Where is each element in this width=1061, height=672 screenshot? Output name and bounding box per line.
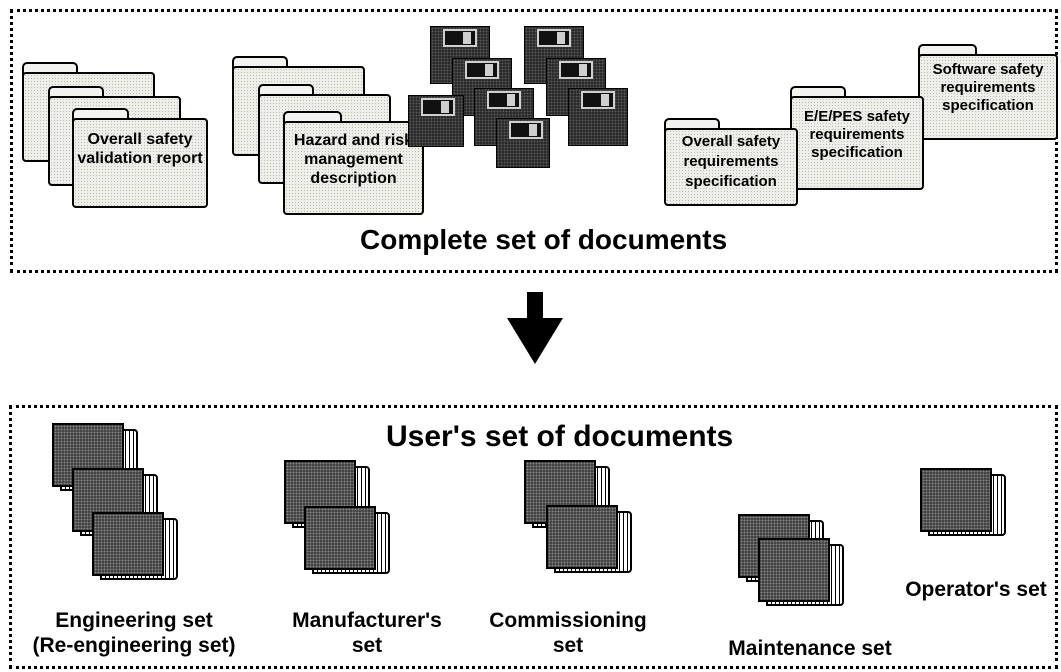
set-label-line: Commissioning (489, 609, 647, 632)
operators-set-label: Operator's set (905, 578, 1047, 601)
folder-software-safety-requirements-specification: Software safety requirements specificati… (918, 44, 1058, 140)
book-icon (92, 512, 178, 580)
book-icon (546, 505, 632, 573)
user-set-panel (9, 405, 1058, 669)
folder-overall-safety-validation-report: Overall safety validation report (72, 108, 208, 208)
maintenance-set-label: Maintenance set (728, 637, 892, 660)
folder-hazard-and-risk-management-description: Hazard and risk management description (283, 111, 424, 215)
commissioning-set-label: Commissioning set (478, 608, 658, 658)
set-label-line: Engineering set (55, 609, 213, 632)
set-label-line: set (351, 634, 383, 657)
folder-label: E/E/PES safety requirements specificatio… (804, 108, 910, 161)
folder-overall-safety-requirements-specification: Overall safety requirements specificatio… (664, 118, 798, 206)
book-icon (920, 468, 1006, 536)
folder-ee-pes-safety-requirements-specification: E/E/PES safety requirements specificatio… (790, 86, 924, 190)
book-icon (758, 538, 844, 606)
complete-set-panel (10, 9, 1058, 273)
floppy-disk-icon (568, 88, 628, 146)
set-label-line: set (552, 634, 584, 657)
manufacturers-set-label: Manufacturer's set (272, 608, 462, 658)
floppy-disk-icon (430, 26, 490, 84)
down-arrow-icon (507, 292, 563, 364)
engineering-set-label: Engineering set (Re-engineering set) (14, 608, 254, 658)
complete-set-title: Complete set of documents (360, 224, 728, 255)
floppy-disk-icon (496, 118, 550, 168)
floppy-disk-icon (408, 95, 464, 147)
set-label-line: (Re-engineering set) (32, 634, 236, 657)
set-label-line: Manufacturer's (292, 609, 442, 632)
book-icon (72, 468, 158, 536)
folder-label: Overall safety requirements specificatio… (681, 133, 781, 190)
folder-label: Overall safety validation report (77, 131, 203, 167)
user-set-title: User's set of documents (386, 420, 734, 453)
book-icon (304, 506, 390, 574)
folder-label: Software safety requirements specificati… (932, 61, 1044, 114)
folder-label: Hazard and risk management description (293, 132, 414, 187)
